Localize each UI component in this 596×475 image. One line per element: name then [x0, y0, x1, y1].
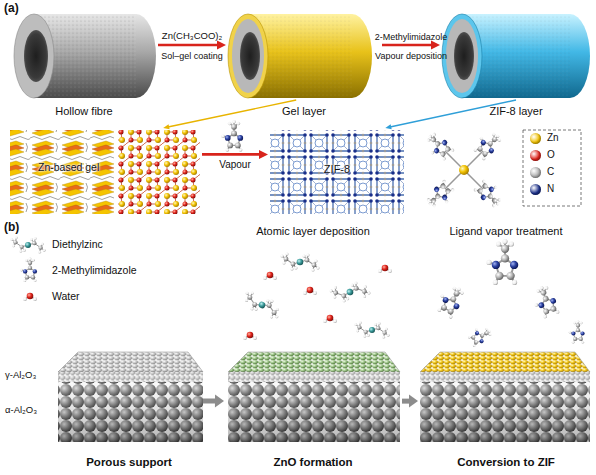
- arrow-head: [217, 41, 226, 50]
- step-arrow: [402, 395, 418, 408]
- arrow-head: [385, 124, 391, 129]
- edge-label: 2-Methylimidazole: [375, 32, 448, 42]
- stage-box: Ligand vapor treatmentConversion to ZIF: [418, 224, 594, 470]
- panel-letter: (a): [4, 2, 19, 16]
- arrow-head: [215, 395, 224, 408]
- gel-structure: [10, 130, 114, 214]
- zinc-oxide-lattice: [118, 130, 200, 214]
- legend-swatch: [530, 133, 541, 144]
- arrow-head: [431, 41, 440, 50]
- process-note: Sol–gel coating: [161, 51, 223, 61]
- structure-label: ZIF-8: [268, 163, 406, 176]
- leader-arrow: [163, 100, 296, 129]
- molecule-name: 2-Methylimidazole: [52, 264, 137, 276]
- edge-label: Vapour: [219, 159, 251, 171]
- legend-swatch: [530, 167, 541, 178]
- imidazole-molecule: [221, 120, 243, 152]
- layer-name: α-Al₂O₃: [5, 405, 37, 416]
- arrow-head: [163, 124, 169, 129]
- stage-box: Porous support: [55, 338, 203, 470]
- arrow-shaft: [203, 398, 217, 403]
- process-arrow: [202, 150, 268, 159]
- process-arrow: [382, 41, 440, 50]
- legend-label: N: [547, 183, 554, 195]
- fibre-label: ZIF-8 layer: [440, 105, 592, 118]
- water-molecule: [23, 293, 37, 301]
- arrow-head: [259, 150, 268, 159]
- legend-swatch: [530, 184, 541, 195]
- layer-name: γ-Al₂O₃: [5, 370, 36, 381]
- precursor-molecules: [240, 253, 391, 340]
- legend-label: Zn: [547, 132, 559, 144]
- imidazole-molecule: [20, 258, 37, 282]
- legend-frame: [523, 130, 581, 206]
- molecule-name: Water: [52, 290, 80, 302]
- support-slab: [228, 352, 400, 442]
- stage-label: Porous support: [55, 456, 203, 469]
- stage-label: ZnO formation: [224, 456, 402, 469]
- fibre-label: Hollow fibre: [10, 105, 158, 118]
- leader-arrow: [385, 100, 516, 129]
- edge-label: Zn(CH₃COO)₂: [162, 31, 222, 42]
- support-slab: [420, 352, 590, 442]
- structure-box: Zn-based gel: [8, 128, 202, 216]
- arrow-head: [409, 395, 418, 408]
- structure-box: ZIF-8: [268, 128, 406, 216]
- arrow-shaft: [382, 44, 433, 47]
- arrow-shaft: [158, 44, 219, 47]
- legend-label: O: [547, 149, 555, 161]
- ligand-molecules: [433, 239, 585, 348]
- molecule-name: Diethylzinc: [52, 238, 103, 250]
- fibre-label: Gel layer: [226, 105, 382, 118]
- fibre-box: Hollow fibre: [10, 12, 158, 100]
- step-heading: Atomic layer deposition: [224, 225, 402, 238]
- process-arrow: [158, 41, 226, 50]
- legend-label: C: [547, 166, 554, 178]
- step-heading: Ligand vapor treatment: [418, 225, 594, 238]
- arrow-shaft: [168, 100, 296, 127]
- zinc-imidazolate-unit: [421, 127, 507, 213]
- fibre-box: ZIF-8 layer: [440, 12, 592, 100]
- support-slab: [58, 352, 203, 442]
- stage-box: Atomic layer depositionZnO formation: [224, 224, 402, 470]
- hollow-fibre-drawing: [14, 14, 156, 98]
- step-arrow: [203, 395, 224, 408]
- stage-label: Conversion to ZIF: [418, 456, 594, 469]
- diethylzinc-molecule: [10, 236, 45, 253]
- arrow-shaft: [402, 399, 411, 404]
- arrow-shaft: [390, 100, 516, 127]
- structure-label: Zn-based gel: [38, 161, 99, 173]
- panel-letter: (b): [4, 221, 19, 235]
- arrow-shaft: [202, 153, 261, 156]
- zif-fibre-drawing: [442, 14, 590, 98]
- legend-swatch: [530, 150, 541, 161]
- fibre-box: Gel layer: [226, 12, 382, 100]
- process-note: Vapour deposition: [375, 51, 447, 61]
- gel-fibre-drawing: [228, 14, 372, 98]
